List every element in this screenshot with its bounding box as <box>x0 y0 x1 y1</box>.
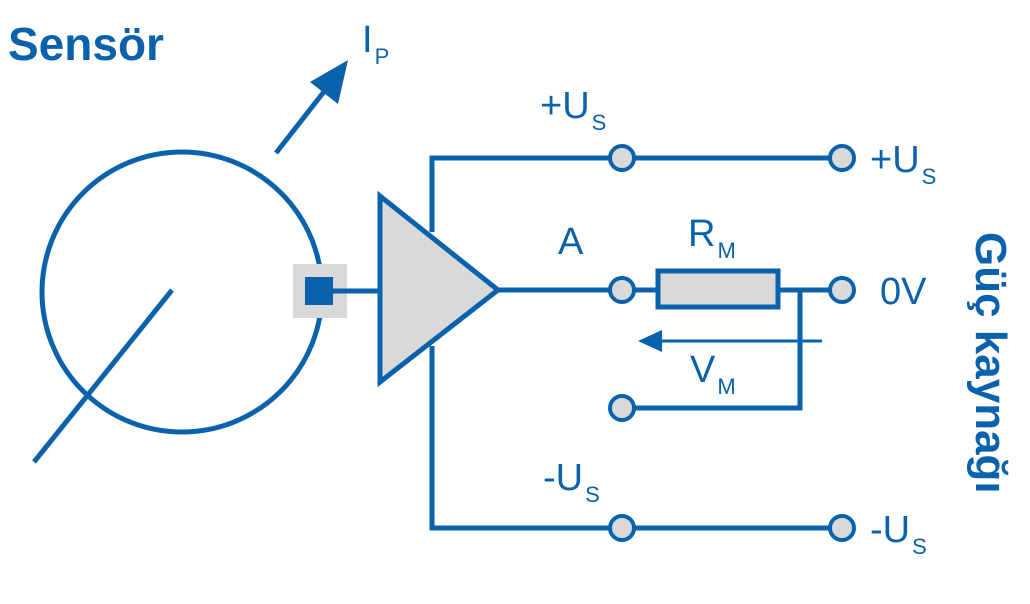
minus-us-label-right: -US <box>870 509 927 559</box>
terminal-minus-left <box>608 514 636 542</box>
sensor-circle <box>39 149 325 435</box>
plus-supply-wire <box>429 155 622 232</box>
node-a-label: A <box>558 221 584 263</box>
amplifier-triangle <box>377 190 503 388</box>
voltage-arrow-head <box>638 330 662 352</box>
plus-us-label-right: +US <box>870 139 936 189</box>
zero-v-label: 0V <box>880 271 927 313</box>
terminal-zero-v <box>828 276 856 304</box>
measurement-wire <box>622 290 803 411</box>
terminal-plus-left <box>608 144 636 172</box>
current-label: IP <box>362 19 389 69</box>
resistor-label: RM <box>688 213 736 263</box>
minus-supply-wire <box>429 346 622 531</box>
sensor-needle <box>32 288 174 464</box>
current-arrow-line <box>274 82 332 155</box>
sensor-output-terminal <box>305 277 333 305</box>
terminal-measure <box>608 394 636 422</box>
terminal-minus-right <box>828 514 856 542</box>
power-supply-label: Güç kaynağı <box>966 232 1015 494</box>
sensor-title: Sensör <box>8 18 164 70</box>
resistor <box>655 268 781 310</box>
plus-us-label-top: +US <box>540 85 606 135</box>
minus-us-label-bottom: -US <box>543 457 600 507</box>
current-arrow-head <box>310 60 348 104</box>
terminal-a <box>608 276 636 304</box>
voltage-label: VM <box>690 349 736 399</box>
terminal-plus-right <box>828 144 856 172</box>
